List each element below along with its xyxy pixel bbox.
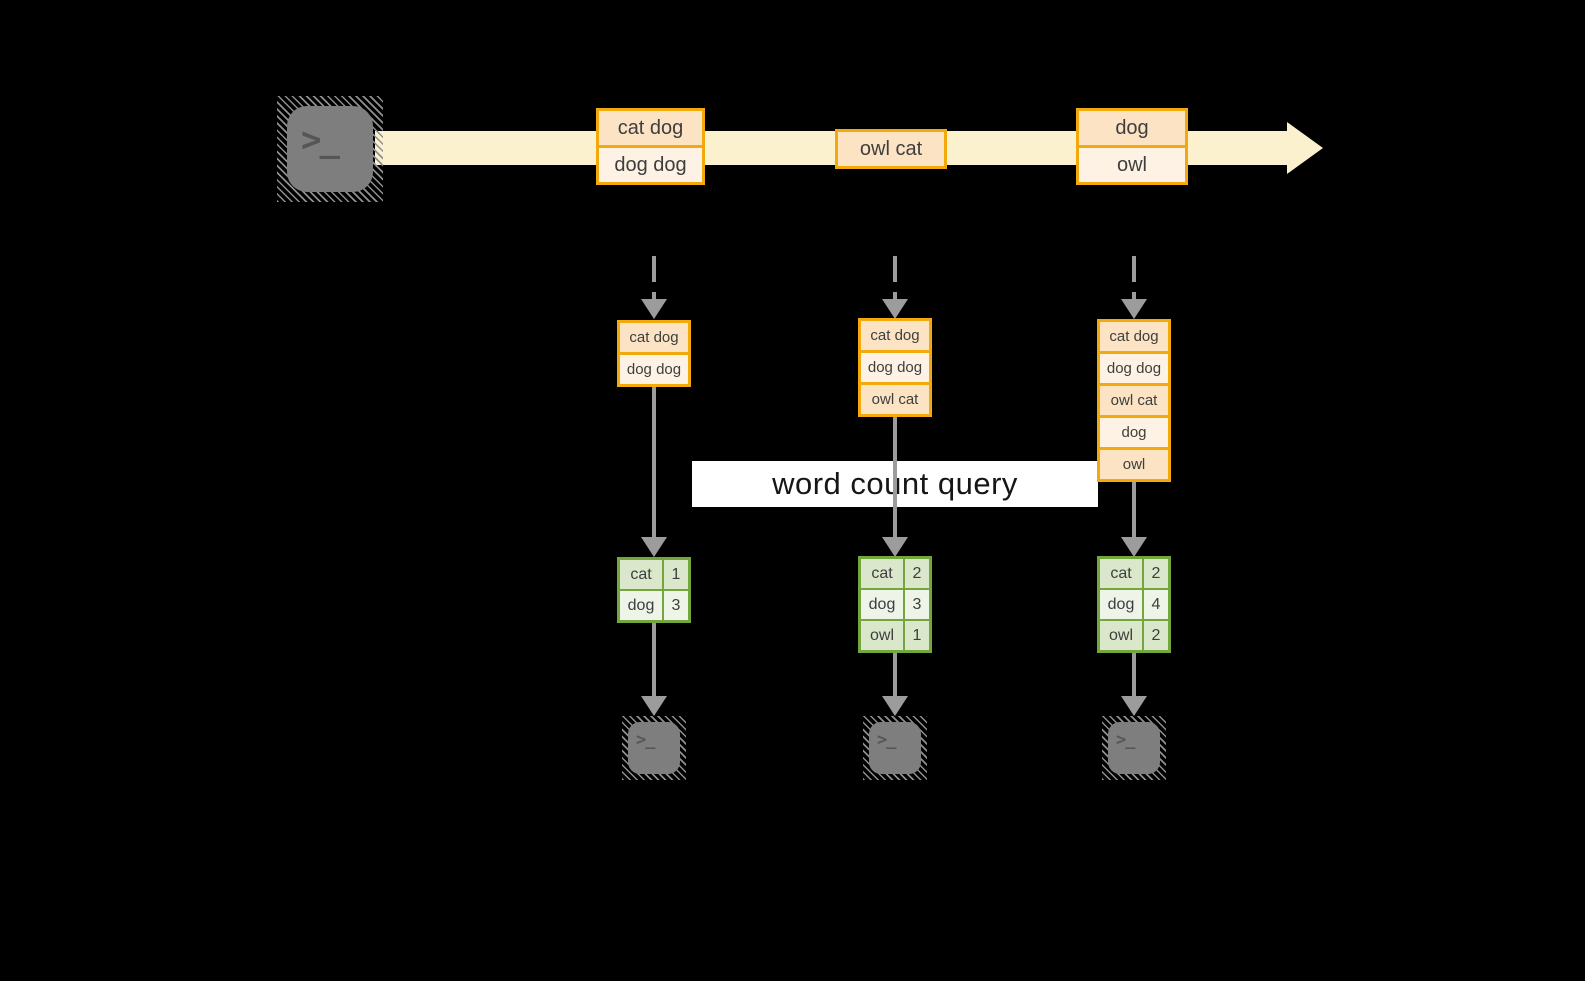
stream-event: owl cat [838,132,944,166]
terminal-prompt-glyph: >_ [287,106,373,192]
count-word: cat [620,560,662,589]
count-value: 2 [905,559,929,588]
connector-line [1132,480,1136,539]
count-word: owl [1100,621,1142,650]
count-row: cat 2 [1100,559,1168,588]
buffer-row: dog dog [1100,354,1168,383]
dashed-arrowhead-icon [882,299,908,319]
count-word: dog [1100,590,1142,619]
stream-event-box-3: dog owl [1076,108,1188,185]
dashed-arrow-line [652,256,656,300]
buffer-row: dog dog [620,355,688,384]
terminal-sink-icon: >_ [1102,716,1166,780]
count-table-3: cat 2 dog 4 owl 2 [1097,556,1171,653]
count-row: dog 4 [1100,590,1168,619]
connector-line [652,622,656,698]
connector-arrowhead-icon [882,537,908,557]
dashed-arrowhead-icon [1121,299,1147,319]
connector-line [893,652,897,698]
buffer-row: cat dog [861,321,929,350]
count-value: 2 [1144,621,1168,650]
connector-arrowhead-icon [641,537,667,557]
terminal-glyph-text: >_ [877,730,897,750]
count-row: dog 3 [620,591,688,620]
count-value: 1 [905,621,929,650]
terminal-prompt-glyph: >_ [628,722,680,774]
dashed-arrow-line [1132,256,1136,300]
count-word: dog [620,591,662,620]
count-value: 1 [664,560,688,589]
count-value: 3 [905,590,929,619]
buffer-box-1: cat dog dog dog [617,320,691,387]
count-word: cat [1100,559,1142,588]
buffer-row: dog [1100,418,1168,447]
terminal-sink-icon: >_ [863,716,927,780]
stream-arrowhead-icon [1287,122,1323,174]
count-row: cat 1 [620,560,688,589]
connector-arrowhead-icon [882,696,908,716]
buffer-row: dog dog [861,353,929,382]
connector-line [652,385,656,539]
dashed-arrowhead-icon [641,299,667,319]
count-row: dog 3 [861,590,929,619]
terminal-prompt-glyph: >_ [1108,722,1160,774]
connector-arrowhead-icon [1121,696,1147,716]
terminal-glyph-text: >_ [636,730,656,750]
terminal-glyph-text: >_ [301,120,340,160]
stream-event: dog [1079,111,1185,145]
terminal-prompt-glyph: >_ [869,722,921,774]
stream-event-box-2: owl cat [835,129,947,169]
buffer-row: cat dog [1100,322,1168,351]
connector-arrowhead-icon [641,696,667,716]
terminal-source-icon: >_ [277,96,383,202]
stream-event: cat dog [599,111,702,145]
stream-event: owl [1079,148,1185,182]
terminal-glyph-text: >_ [1116,730,1136,750]
count-row: cat 2 [861,559,929,588]
count-table-2: cat 2 dog 3 owl 1 [858,556,932,653]
buffer-row: cat dog [620,323,688,352]
buffer-row: owl cat [1100,386,1168,415]
count-value: 2 [1144,559,1168,588]
count-value: 4 [1144,590,1168,619]
count-table-1: cat 1 dog 3 [617,557,691,623]
count-row: owl 2 [1100,621,1168,650]
count-word: owl [861,621,903,650]
count-word: cat [861,559,903,588]
stream-event-box-1: cat dog dog dog [596,108,705,185]
connector-line [1132,652,1136,698]
buffer-row: owl [1100,450,1168,479]
stream-event: dog dog [599,148,702,182]
terminal-sink-icon: >_ [622,716,686,780]
count-row: owl 1 [861,621,929,650]
buffer-box-3: cat dog dog dog owl cat dog owl [1097,319,1171,482]
connector-arrowhead-icon [1121,537,1147,557]
buffer-row: owl cat [861,385,929,414]
dashed-arrow-line [893,256,897,300]
connector-line [893,415,897,539]
count-value: 3 [664,591,688,620]
buffer-box-2: cat dog dog dog owl cat [858,318,932,417]
count-word: dog [861,590,903,619]
